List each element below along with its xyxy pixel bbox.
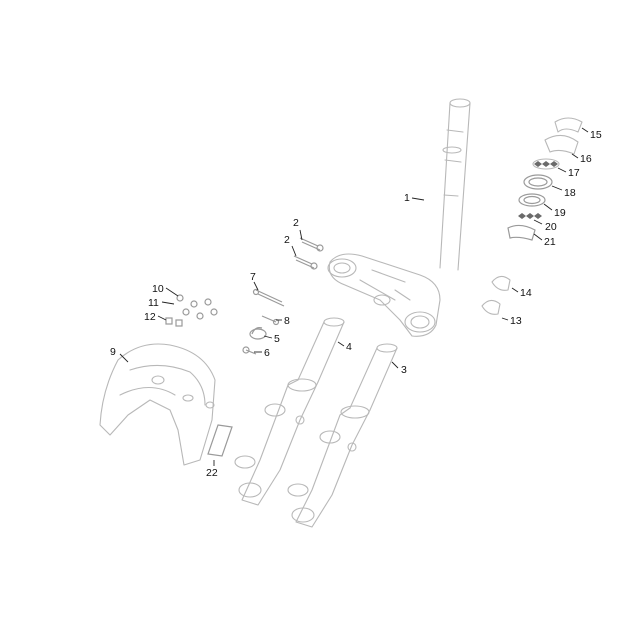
bearing-stack	[507, 117, 583, 241]
callout-16: 16	[580, 153, 592, 165]
fork-leg-left	[234, 317, 345, 506]
callout-9: 9	[110, 346, 116, 358]
callout-6: 6	[264, 347, 270, 359]
callout-19: 19	[554, 207, 566, 219]
lower-triple-clamp	[327, 253, 441, 337]
callout-13: 13	[510, 315, 522, 327]
callout-labels: 1 2 2 3 4 5 6 7 8 9 10 11 12 13 14 15 16…	[110, 129, 602, 479]
callout-21: 21	[544, 236, 556, 248]
fork-leg-right	[287, 343, 398, 528]
callout-8: 8	[284, 315, 290, 327]
screw-set	[165, 294, 218, 327]
pin-rod	[252, 288, 285, 307]
callout-15: 15	[590, 129, 602, 141]
callout-18: 18	[564, 187, 576, 199]
callout-22: 22	[206, 467, 218, 479]
callout-20: 20	[545, 221, 557, 233]
small-hardware	[242, 315, 280, 355]
leader-lines	[119, 127, 589, 466]
front-mudguard	[99, 343, 216, 466]
callout-1: 1	[404, 192, 410, 204]
callout-17: 17	[568, 167, 580, 179]
reflector-strip	[207, 424, 233, 457]
steering-stem	[439, 98, 471, 271]
callout-5: 5	[274, 333, 280, 345]
callout-3: 3	[401, 364, 407, 376]
callout-4: 4	[346, 341, 352, 353]
callout-7: 7	[250, 271, 256, 283]
callout-12: 12	[144, 311, 156, 323]
callout-2: 2	[284, 234, 290, 246]
callout-10: 10	[152, 283, 164, 295]
cable-clamps	[481, 275, 511, 315]
clamp-bolts	[293, 237, 324, 270]
callout-2: 2	[293, 217, 299, 229]
callout-11: 11	[148, 297, 159, 309]
callout-14: 14	[520, 287, 532, 299]
